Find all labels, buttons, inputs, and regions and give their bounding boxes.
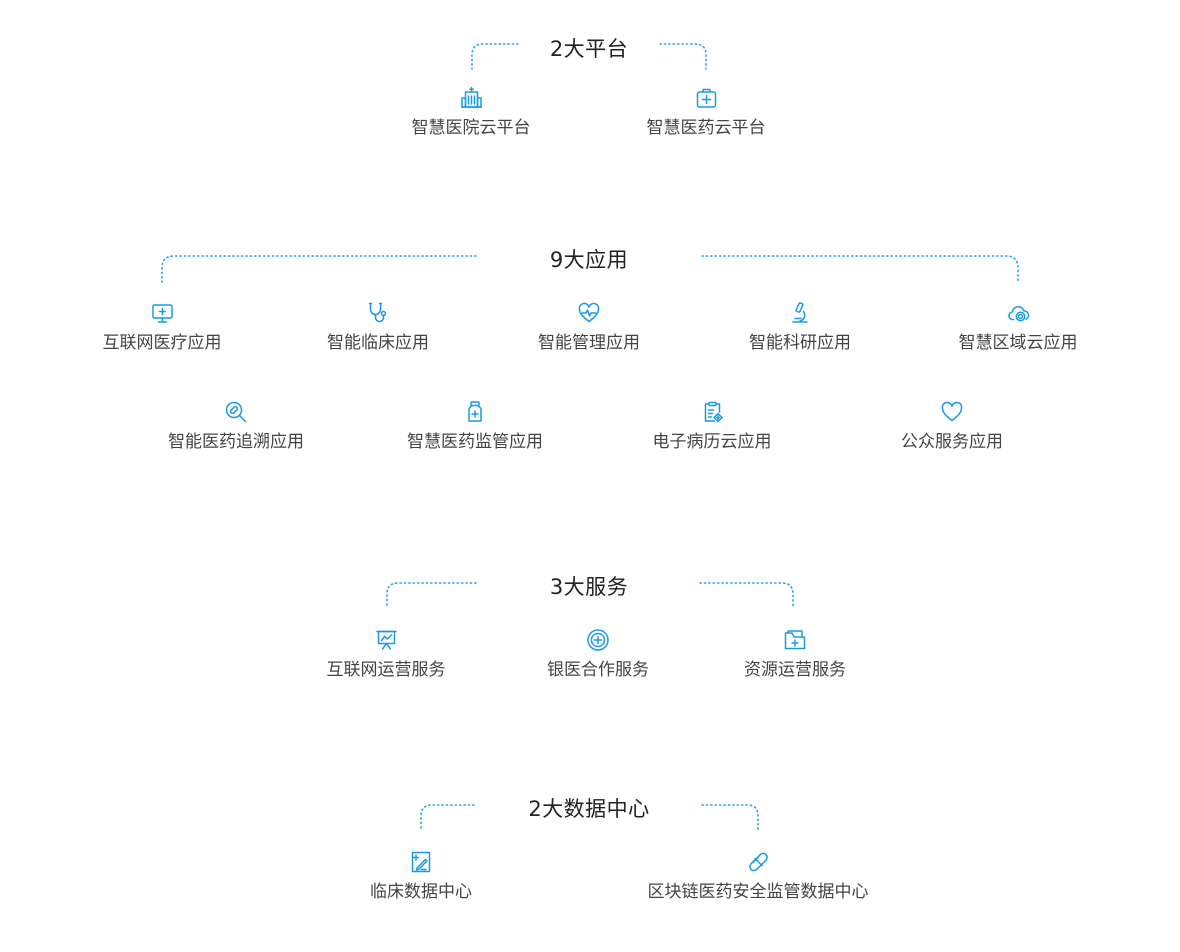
presentation-chart-icon <box>375 630 397 650</box>
item-label: 智能医药追溯应用 <box>168 432 304 452</box>
item-smart-hospital-cloud[interactable]: 智慧医院云平台 <box>412 86 531 138</box>
connector-platforms-right <box>659 43 707 70</box>
item-smart-pharma-cloud[interactable]: 智慧医药云平台 <box>647 86 766 138</box>
connector-apps-left <box>161 255 477 284</box>
item-label: 智慧医院云平台 <box>411 118 531 138</box>
hospital-building-icon <box>460 86 482 108</box>
heart-pulse-icon <box>578 302 600 323</box>
pill-search-icon <box>225 401 247 423</box>
item-resource-operation-service[interactable]: 资源运营服务 <box>744 628 846 680</box>
item-label: 资源运营服务 <box>744 660 846 680</box>
item-label: 智慧医药云平台 <box>646 118 766 138</box>
item-label: 智慧区域云应用 <box>958 333 1078 353</box>
monitor-plus-icon <box>151 304 173 323</box>
item-label: 电子病历云应用 <box>652 432 772 452</box>
section-title-services: 3大服务 <box>549 575 629 599</box>
item-label: 智能临床应用 <box>327 333 429 353</box>
capsule-icon <box>748 852 768 872</box>
medical-coin-icon <box>587 629 609 651</box>
section-title-platforms: 2大平台 <box>549 37 629 61</box>
item-label: 互联网运营服务 <box>326 660 446 680</box>
item-blockchain-drug-data-center[interactable]: 区块链医药安全监管数据中心 <box>648 850 869 902</box>
connector-data-left <box>420 804 475 831</box>
item-bank-hospital-service[interactable]: 银医合作服务 <box>547 628 649 680</box>
section-title-applications: 9大应用 <box>549 248 629 272</box>
item-smart-regional-cloud-app[interactable]: 智慧区域云应用 <box>959 301 1078 353</box>
item-emr-cloud-app[interactable]: 电子病历云应用 <box>653 400 772 452</box>
section-title-data-centers: 2大数据中心 <box>528 797 650 821</box>
microscope-icon <box>792 302 808 323</box>
item-clinical-data-center[interactable]: 临床数据中心 <box>370 850 472 902</box>
clinical-record-icon <box>411 851 431 873</box>
item-drug-supervision-app[interactable]: 智慧医药监管应用 <box>407 400 543 452</box>
item-label: 互联网医疗应用 <box>102 333 222 353</box>
item-label: 智能科研应用 <box>749 333 851 353</box>
cloud-gear-icon <box>1007 305 1029 322</box>
first-aid-kit-icon <box>696 88 716 108</box>
connector-services-left <box>386 582 477 609</box>
connector-platforms-left <box>471 43 519 70</box>
stethoscope-icon <box>368 302 387 323</box>
item-smart-management-app[interactable]: 智能管理应用 <box>538 301 640 353</box>
item-smart-clinical-app[interactable]: 智能临床应用 <box>327 301 429 353</box>
item-label: 公众服务应用 <box>901 432 1003 452</box>
connector-apps-right <box>701 255 1019 284</box>
item-label: 智慧医药监管应用 <box>407 432 543 452</box>
medical-folder-icon <box>784 630 806 650</box>
medicine-bottle-icon <box>468 401 482 422</box>
heart-icon <box>941 401 963 422</box>
item-label: 临床数据中心 <box>370 882 472 902</box>
item-drug-traceability-app[interactable]: 智能医药追溯应用 <box>168 400 304 452</box>
clipboard-medical-icon <box>704 401 723 423</box>
item-internet-medical-app[interactable]: 互联网医疗应用 <box>103 301 222 353</box>
item-label: 区块链医药安全监管数据中心 <box>647 882 869 902</box>
item-internet-operation-service[interactable]: 互联网运营服务 <box>327 628 446 680</box>
connector-services-right <box>699 582 794 609</box>
item-smart-research-app[interactable]: 智能科研应用 <box>749 301 851 353</box>
connector-data-right <box>701 804 759 831</box>
item-public-service-app[interactable]: 公众服务应用 <box>901 400 1003 452</box>
item-label: 智能管理应用 <box>538 333 640 353</box>
item-label: 银医合作服务 <box>547 660 649 680</box>
